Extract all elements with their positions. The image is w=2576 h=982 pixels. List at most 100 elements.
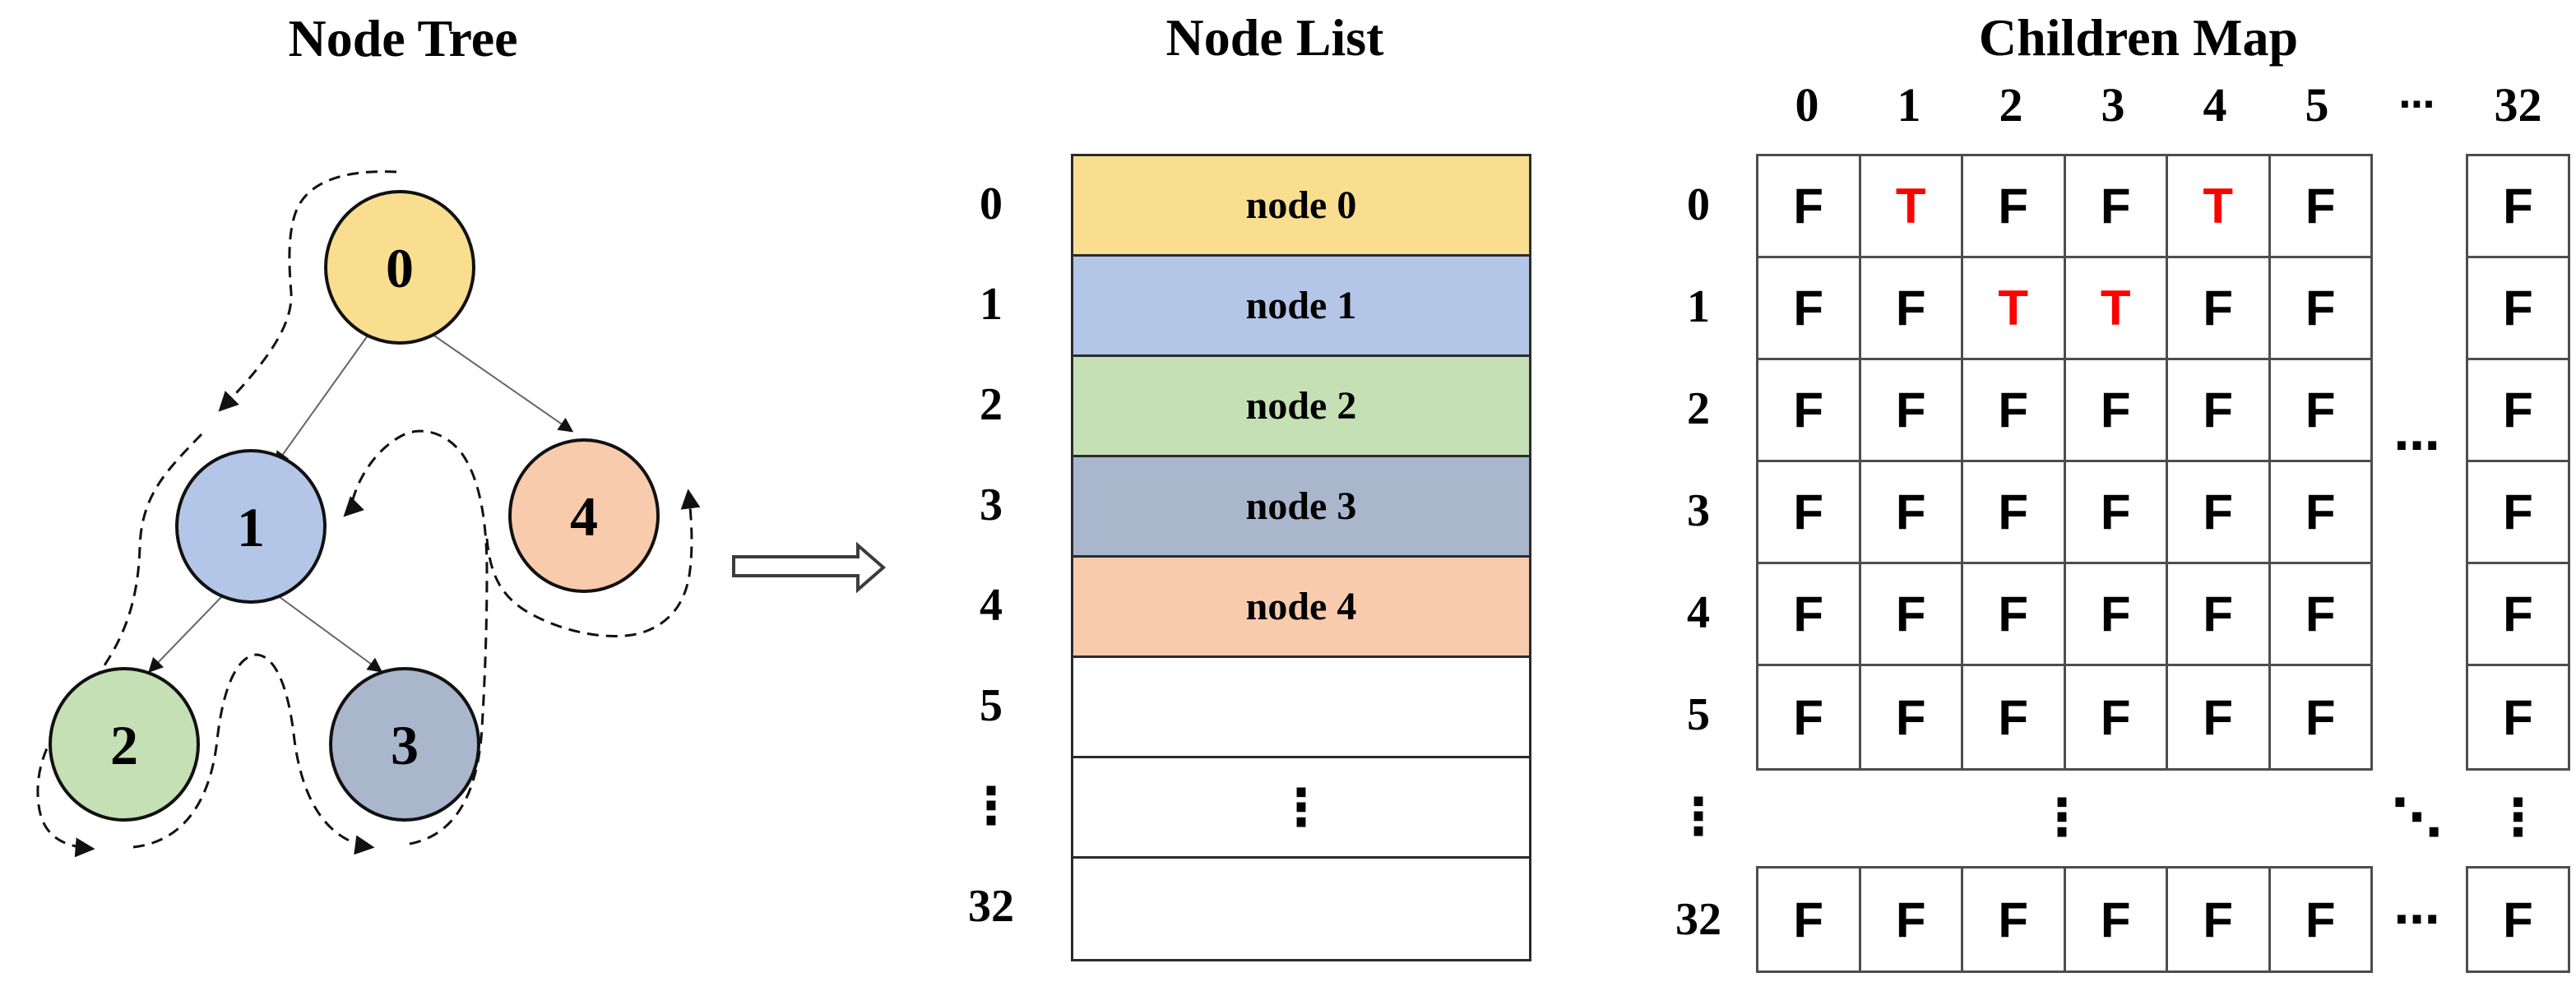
map-cell: F: [1963, 666, 2066, 768]
map-cell: F: [2468, 156, 2568, 258]
map-cell: F: [1758, 258, 1861, 358]
map-cell: F: [2468, 564, 2568, 666]
traversal-segment-around-4: [485, 489, 701, 638]
map-row-label-0: 0: [1687, 179, 1710, 230]
map-cell: F: [2168, 564, 2271, 664]
map-cell: F: [2168, 869, 2271, 970]
list-row-3: node 3: [1073, 457, 1529, 558]
tree-node-1-label: 1: [237, 496, 265, 558]
tree-title: Node Tree: [288, 9, 517, 67]
map-row-label-2: 2: [1687, 383, 1710, 434]
map-cell: F: [2305, 382, 2336, 438]
map-row-label-ellipsis: ⋮: [1673, 786, 1724, 846]
map-cell: T: [2066, 258, 2168, 358]
map-col-header-0: 0: [1795, 78, 1819, 132]
map-cell: F: [1758, 666, 1861, 768]
map-cell: F: [1861, 258, 1963, 358]
map-cell: F: [2066, 156, 2168, 256]
tree-node-2-circle: [49, 667, 200, 822]
list-index-0: 0: [980, 178, 1003, 229]
map-row-0: F T F F T F: [1758, 156, 2370, 258]
map-row-2: F F F F F F: [1758, 360, 2370, 462]
map-row-label-1: 1: [1687, 281, 1710, 332]
map-cell: F: [1861, 666, 1963, 768]
map-col-header-2: 2: [1999, 78, 2023, 132]
map-cell: F: [1963, 360, 2066, 460]
tree-node-0-circle: [324, 190, 475, 345]
tree-node-1-circle: [175, 449, 327, 604]
list-index-3: 3: [980, 479, 1003, 530]
list-row-1: node 1: [1073, 257, 1529, 357]
map-cell: F: [2468, 258, 2568, 360]
list-row-5: [1073, 658, 1529, 758]
list-row-2: node 2: [1073, 357, 1529, 457]
tree-edge-1-2: [148, 595, 223, 673]
map-cell: F: [2305, 484, 2336, 540]
map-ellipsis-row-main: ⋮: [2036, 786, 2087, 847]
map-cell: F: [1861, 564, 1963, 664]
tree-node-4-label: 4: [570, 485, 598, 548]
tree-nodes: 0 1 4 2 3: [49, 190, 660, 822]
map-cell: F: [1861, 360, 1963, 460]
map-cell: F: [1963, 869, 2066, 970]
tree-edge-1-3: [279, 596, 383, 673]
map-cell: F: [1758, 360, 1861, 460]
map-cell: F: [1963, 564, 2066, 664]
list-row-0-label: node 0: [1245, 183, 1357, 227]
map-col-header-3: 3: [2101, 78, 2125, 132]
map-title: Children Map: [1978, 8, 2299, 67]
list-row-1-label: node 1: [1245, 284, 1357, 327]
map-cell: F: [2168, 666, 2271, 768]
map-row-32: F F F F F F: [1758, 869, 2370, 970]
map-cell: F: [2468, 360, 2568, 462]
map-row32-gap-ellipsis: ⋯: [2393, 892, 2440, 947]
tree-node-3-label: 3: [391, 714, 419, 776]
list-row-ellipsis-glyph: ⋮: [1276, 777, 1327, 837]
map-cell: F: [1758, 156, 1861, 256]
traversal-segment-mid-hump: [132, 653, 375, 855]
tree-node-0: 0: [324, 190, 475, 345]
list-row-4-label: node 4: [1245, 585, 1357, 628]
map-cell: F: [2305, 586, 2336, 642]
tree-edge-0-1: [274, 331, 371, 467]
map-cell: F: [1758, 462, 1861, 562]
map-cell: F: [2168, 258, 2271, 358]
map-cell: F: [2468, 462, 2568, 564]
map-row-label-3: 3: [1687, 485, 1710, 536]
list-row-4: node 4: [1073, 558, 1529, 658]
list-index-32: 32: [968, 881, 1014, 932]
list-row-3-label: node 3: [1245, 484, 1357, 528]
transform-arrow-icon: [732, 541, 887, 594]
map-cell: T: [1861, 156, 1963, 256]
tree-node-1: 1: [175, 449, 327, 604]
map-cell: F: [2305, 178, 2336, 234]
list-row-2-label: node 2: [1245, 384, 1357, 428]
tree-node-4: 4: [508, 438, 660, 593]
map-cell: F: [2305, 892, 2336, 947]
map-col-header-4: 4: [2203, 78, 2227, 132]
children-map-col32: F F F F F F: [2466, 154, 2570, 771]
map-cell: F: [1758, 564, 1861, 664]
map-col-header-32: 32: [2494, 78, 2542, 132]
list-row-0: node 0: [1073, 156, 1529, 257]
map-cell: F: [2168, 462, 2271, 562]
list-title: Node List: [1165, 8, 1384, 67]
map-cell: F: [2503, 689, 2533, 745]
map-cell: F: [2305, 689, 2336, 745]
map-cell: F: [2066, 360, 2168, 460]
map-cell: F: [1861, 462, 1963, 562]
map-cell: F: [2066, 462, 2168, 562]
list-index-2: 2: [980, 379, 1003, 430]
map-cell: F: [1963, 462, 2066, 562]
tree-edges: [148, 331, 574, 673]
list-index-ellipsis: ⋮: [966, 776, 1017, 836]
map-row-label-5: 5: [1687, 689, 1710, 740]
map-cell: F: [2066, 869, 2168, 970]
map-col-header-5: 5: [2305, 78, 2329, 132]
map-cell: T: [1963, 258, 2066, 358]
children-map-row32-col32: F: [2466, 866, 2570, 973]
tree-node-2-label: 2: [110, 714, 138, 776]
map-cell: F: [2066, 666, 2168, 768]
